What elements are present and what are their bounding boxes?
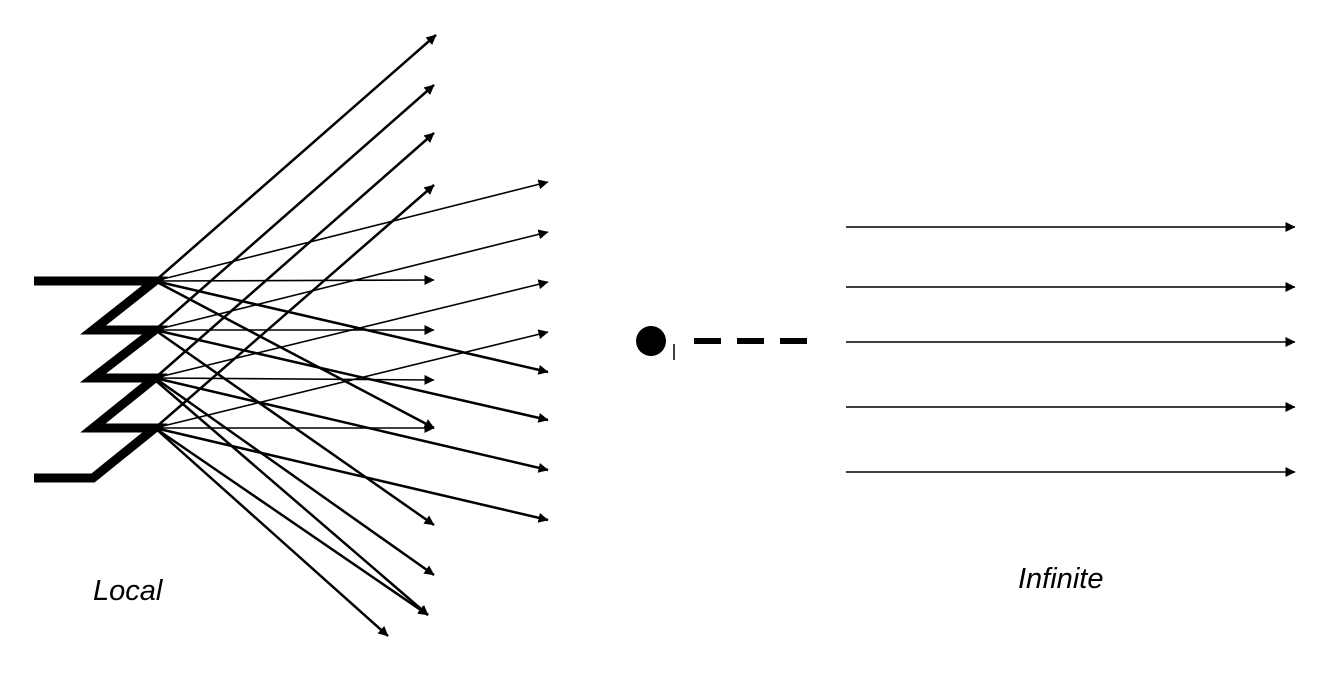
local-ray-12 [154, 376, 549, 473]
local-ray-5 [154, 84, 435, 331]
local-rays [154, 34, 549, 637]
local-ray-1 [154, 179, 549, 282]
local-ray-0 [154, 34, 437, 282]
local-ray-11 [154, 279, 549, 379]
local-ray-13 [154, 374, 435, 385]
local-ray-7 [154, 328, 549, 423]
label-infinite: Infinite [1018, 563, 1104, 595]
local-source-bracket [34, 276, 169, 483]
local-ray-16 [154, 329, 549, 429]
local-ray-2 [154, 279, 549, 375]
infinite-rays [846, 222, 1296, 477]
local-ray-6 [154, 229, 549, 331]
viewer-dot [636, 326, 666, 356]
local-ray-17 [154, 426, 549, 523]
local-ray-20 [154, 379, 429, 616]
local-ray-4 [154, 279, 435, 430]
local-ray-3 [154, 275, 435, 286]
local-ray-10 [154, 132, 435, 379]
label-local: Local [93, 575, 163, 607]
local-ray-14 [154, 376, 435, 577]
local-ray-15 [154, 184, 435, 429]
local-ray-19 [154, 426, 429, 617]
local-ray-21 [154, 427, 389, 637]
